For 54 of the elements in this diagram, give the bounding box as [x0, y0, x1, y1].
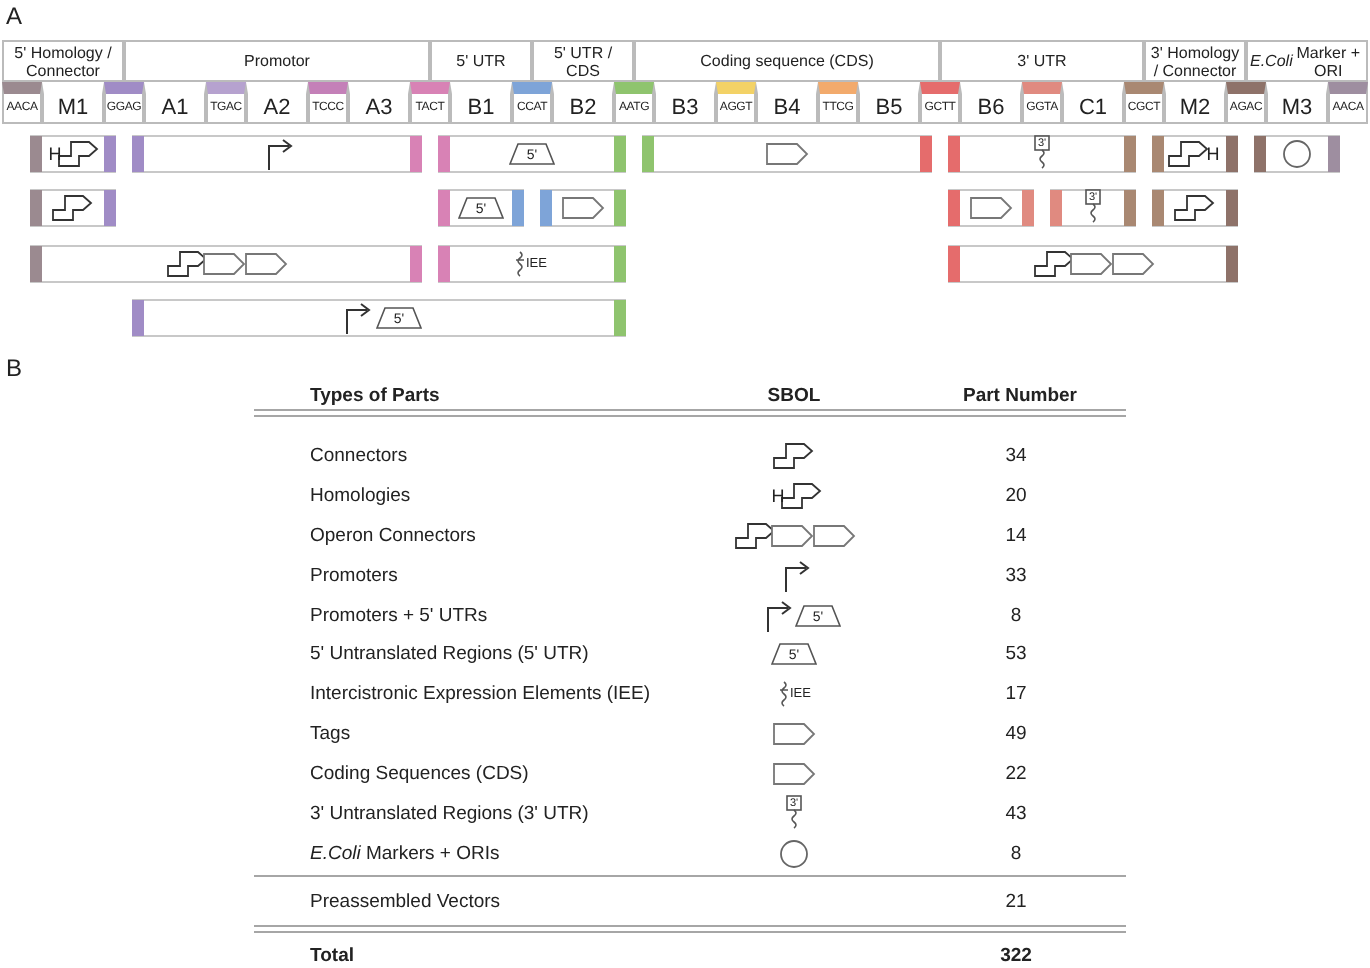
part-type: Connectors [310, 445, 408, 467]
part-count: 20 [1005, 485, 1027, 507]
part-count: 53 [1005, 643, 1027, 665]
part-cell: C1 [1062, 82, 1124, 124]
part-type: E.Coli Markers + ORIs [310, 843, 500, 865]
part-cell: M3 [1266, 82, 1328, 124]
part-type: Promoters [310, 565, 398, 587]
part-type: Promoters + 5' UTRs [310, 605, 488, 627]
part-count: 8 [1010, 843, 1022, 865]
part-type: Total [310, 945, 354, 967]
category-header: 5' UTR / CDS [532, 40, 634, 82]
part-cell: B2 [552, 82, 614, 124]
part-cell: A3 [348, 82, 410, 124]
part-cell: B1 [450, 82, 512, 124]
part-type: Homologies [310, 485, 411, 507]
part-count: 34 [1005, 445, 1027, 467]
category-header: 5' UTR [430, 40, 532, 82]
part-count: 33 [1005, 565, 1027, 587]
part-cell: B3 [654, 82, 716, 124]
part-cell: M1 [42, 82, 104, 124]
category-header: Coding sequence (CDS) [634, 40, 940, 82]
homology-label: H [771, 486, 785, 506]
part-type: Coding Sequences (CDS) [310, 763, 529, 785]
part-count: 43 [1005, 803, 1027, 825]
part-type: 5' Untranslated Regions (5' UTR) [310, 643, 589, 665]
section-letter: A [6, 2, 22, 30]
section-letter: B [6, 354, 22, 382]
homology-label: H [1206, 144, 1220, 164]
part-cell: A2 [246, 82, 308, 124]
part-count: 17 [1005, 683, 1027, 705]
part-cell: B6 [960, 82, 1022, 124]
part-count: 322 [1000, 945, 1032, 967]
column-header: SBOL [767, 385, 821, 407]
part-cell: B5 [858, 82, 920, 124]
category-header: 3' Homology / Connector [1144, 40, 1246, 82]
column-header: Part Number [963, 385, 1077, 407]
part-cell: A1 [144, 82, 206, 124]
column-header: Types of Parts [310, 385, 440, 407]
part-cell: M2 [1164, 82, 1226, 124]
category-header: 5' Homology / Connector [2, 40, 124, 82]
part-count: 21 [1005, 891, 1027, 913]
part-count: 22 [1005, 763, 1027, 785]
part-type: 3' Untranslated Regions (3' UTR) [310, 803, 589, 825]
category-header: Promotor [124, 40, 430, 82]
part-type: Tags [310, 723, 351, 745]
part-type: Preassembled Vectors [310, 891, 501, 913]
part-count: 8 [1010, 605, 1022, 627]
category-header: 3' UTR [940, 40, 1144, 82]
part-cell: B4 [756, 82, 818, 124]
part-count: 49 [1005, 723, 1027, 745]
homology-label: H [48, 144, 62, 164]
part-type: Intercistronic Expression Elements (IEE) [310, 683, 651, 705]
part-count: 14 [1005, 525, 1027, 547]
part-type: Operon Connectors [310, 525, 476, 547]
